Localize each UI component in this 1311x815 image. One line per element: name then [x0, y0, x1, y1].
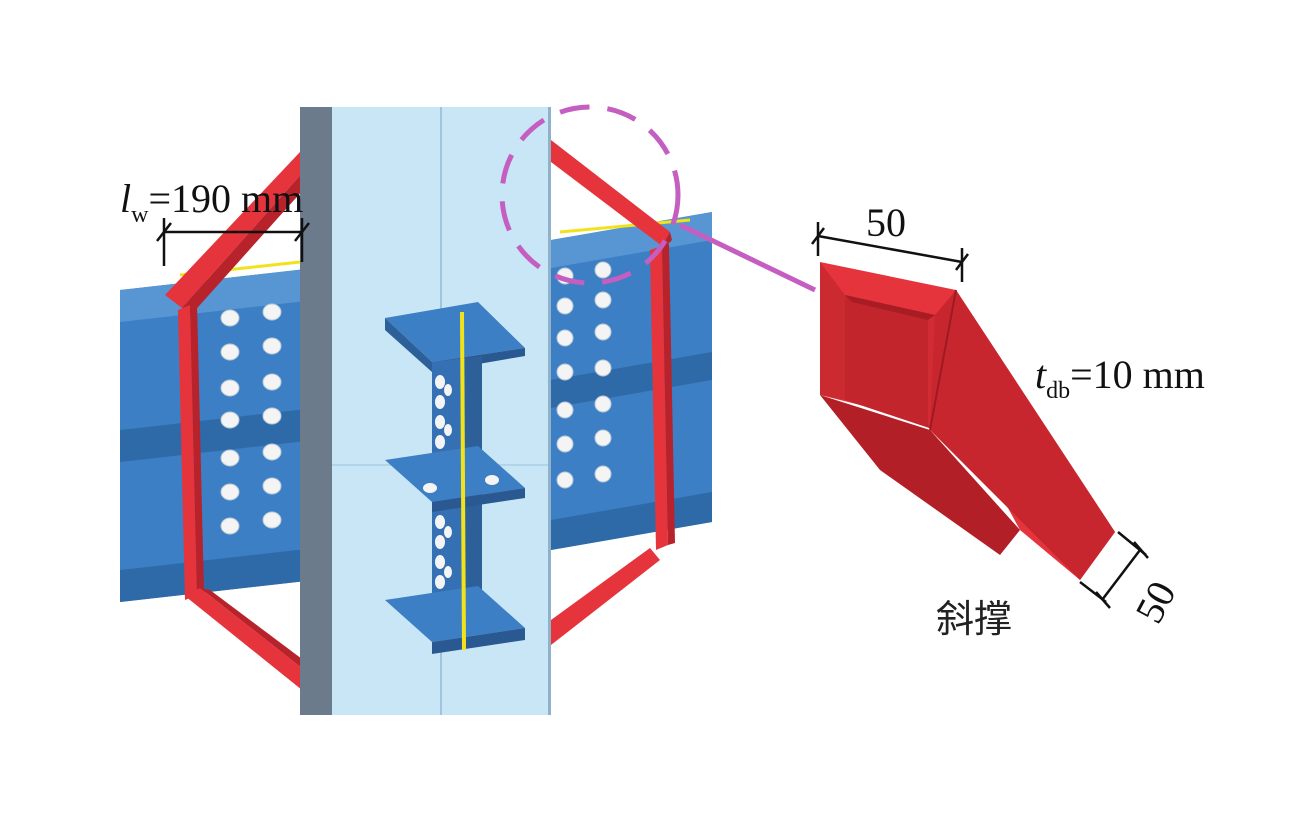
callout-highlight	[499, 104, 817, 293]
left-beam	[120, 260, 315, 602]
brace-caption: 斜撑	[936, 597, 1012, 641]
right-beam-bolt-holes	[556, 261, 612, 489]
right-beam	[551, 212, 712, 550]
side-dimension-label: 50	[1126, 574, 1185, 630]
lw-label: lw=190 mm	[120, 176, 303, 228]
dimension-side-50	[1079, 531, 1149, 609]
right-brace-bottom	[551, 548, 660, 645]
top-dimension-label: 50	[866, 200, 906, 245]
right-brace-vertical	[650, 244, 675, 550]
dimension-top-50	[811, 222, 969, 282]
center-i-section	[385, 302, 525, 654]
left-brace-bottom	[185, 588, 314, 690]
dimension-lw	[156, 218, 310, 266]
left-beam-bolt-holes	[220, 303, 282, 535]
left-brace-top	[165, 152, 312, 316]
brace-detail	[820, 262, 1115, 580]
left-brace-vertical	[178, 303, 204, 600]
tdb-label: tdb=10 mm	[1035, 352, 1205, 404]
center-bolt-holes	[423, 375, 499, 589]
